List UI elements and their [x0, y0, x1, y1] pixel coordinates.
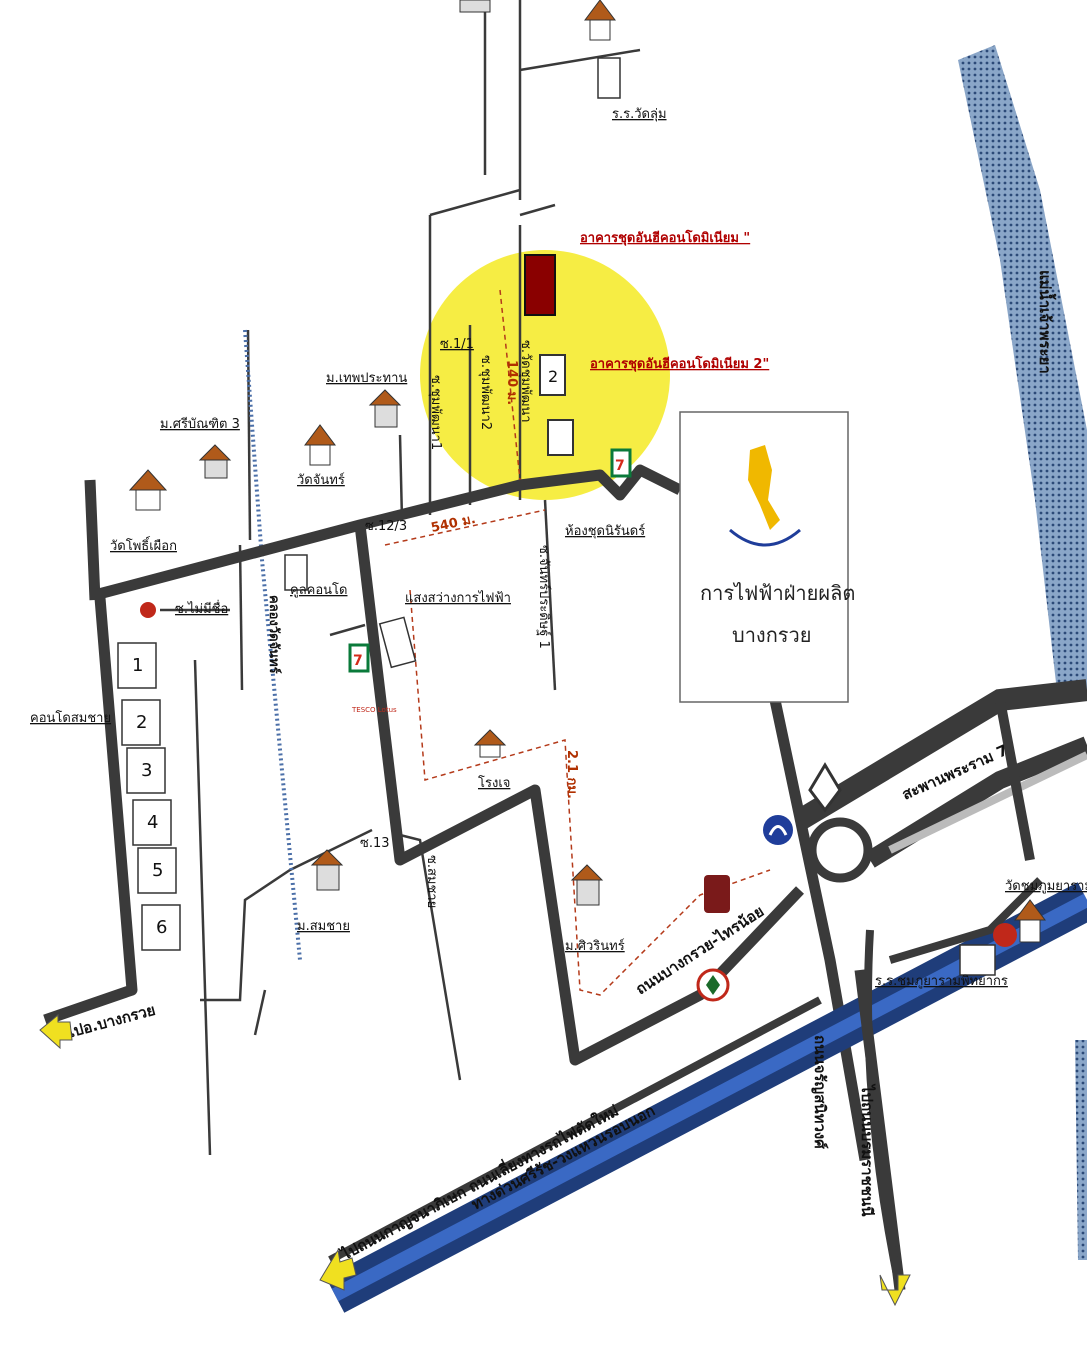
temple-icon — [198, 444, 232, 479]
bank-icon-inner — [768, 825, 788, 836]
wat-chan-label: วัดจันทร์ — [297, 472, 345, 488]
store-box — [141, 904, 181, 951]
temple-icons — [128, 0, 1046, 943]
petrol-icon — [993, 923, 1017, 947]
bank-icon — [763, 815, 793, 845]
soi-somchai-label: ซ.สมชาย — [424, 855, 439, 908]
condo-2-label: อาคารชุดอันฮีคอนโดมิเนียม 2" — [590, 355, 769, 372]
rama7-road-lane — [865, 736, 1087, 868]
arrow-left-icon — [39, 1013, 73, 1050]
store-box-number: 6 — [156, 917, 167, 938]
chantra-label: ซ.จันทร์ประดิษฐ์ 1 — [536, 545, 552, 649]
kood-condo-label: คูลคอนโด — [290, 582, 347, 598]
seven-eleven-label: 7 — [615, 458, 625, 474]
temple-icon — [310, 849, 344, 891]
store-box — [137, 847, 177, 894]
arrow-down-icon — [879, 1274, 911, 1307]
wat-school-plot — [959, 944, 996, 976]
seven-eleven-label: 7 — [353, 653, 363, 669]
temple-icon — [473, 729, 507, 758]
soi-12-3-label: ซ.12/3 — [365, 519, 407, 534]
distance-140: 140 ม. — [504, 360, 519, 405]
store-box-number: 4 — [147, 812, 158, 833]
room-plot — [547, 419, 574, 456]
temple-icon — [570, 864, 604, 906]
temple-icon — [584, 0, 616, 41]
egat-name-line2: บางกรวย — [732, 623, 812, 647]
condo-plot-number: 2 — [548, 367, 558, 386]
soi-no-name-label: ซ.ไม่มีชื่อ — [175, 600, 228, 617]
seven-eleven-icon — [610, 448, 632, 478]
roundabout — [807, 817, 873, 883]
sombai-label: ม.สมชาย — [297, 919, 350, 934]
condo-1-building — [524, 254, 556, 316]
sribanditr-label: ม.ศรีบัณฑิต 3 — [160, 416, 240, 432]
distance-2-1: 2.1 กม. — [564, 750, 579, 799]
store-boxes: 1 2 3 4 5 6 — [117, 642, 181, 951]
soi-chumphon-1-label: ซ.ชุมพัฒนา1 — [428, 375, 443, 450]
store-box — [121, 699, 161, 746]
kood-condo-plot — [284, 554, 308, 591]
soi-13-label: ซ.13 — [360, 836, 390, 851]
store-box-number: 1 — [132, 655, 143, 676]
route-dashes — [384, 289, 771, 996]
school-label: ร.ร.วัดลุ่ม — [612, 107, 667, 122]
store-box — [132, 799, 172, 846]
distance-540: 540 ม. — [430, 512, 477, 536]
siwarin-label: ม.ศิวรินทร์ — [565, 938, 625, 954]
river-label: แม่น้ำเจ้าพระยา — [1036, 270, 1057, 374]
store-box-number: 5 — [152, 860, 163, 881]
rama7-road-inner — [888, 751, 1087, 854]
parallel-road — [328, 996, 822, 1264]
condo-somchai-label: คอนโดสมชาย — [30, 710, 111, 726]
store-box-number: 3 — [141, 760, 152, 781]
bank-icon — [808, 762, 842, 813]
charan-label: ถนนจรัญสนิทวงศ์ — [811, 1035, 829, 1149]
temple-icon — [368, 389, 402, 428]
arrow-down-left-icon — [319, 1248, 357, 1291]
temple-icon — [128, 469, 168, 511]
soi-chumphon-2-label: ซ.ชุมพัฒนา2 — [478, 355, 493, 430]
temple-icon — [459, 0, 491, 13]
soi-chumphon-label: ซ.วัดชุมพัฒนา — [518, 340, 533, 423]
map-pin-icon — [140, 602, 156, 618]
tesco-label: TESCO Lotus — [351, 706, 397, 714]
canal — [243, 329, 302, 961]
light-co-label: แสงสว่างการไฟฟ้า — [405, 590, 511, 606]
egat-thailand-logo — [748, 445, 780, 530]
temple-icon — [1014, 899, 1046, 943]
to-right-label: ไปถนนบรมราชชนนี — [858, 1083, 877, 1217]
river-lower — [1075, 1040, 1087, 1260]
condo-2-plot — [539, 354, 566, 396]
egat-logo-arc — [729, 528, 801, 547]
store-box — [126, 747, 166, 794]
room-chulaniran-label: ห้องชุดนิรันดร์ — [565, 523, 645, 539]
canal-label: คลองวัดจันทร์ — [266, 595, 282, 674]
river — [958, 45, 1087, 700]
store-box — [117, 642, 157, 689]
egat-name-line1: การไฟฟ้าฝ่ายผลิต — [700, 581, 855, 605]
wat-school-label: วัดชมภูมยาราม — [1005, 879, 1087, 894]
thepprathan-label: ม.เทพประทาน — [326, 371, 407, 386]
store-box-number: 2 — [136, 712, 147, 733]
seven-eleven-icon — [348, 643, 370, 673]
temple-icon — [304, 424, 336, 466]
wat-phothi-label: วัดโพธิ์เผือก — [110, 536, 177, 554]
bank-icon — [704, 875, 730, 913]
condo-1-label: อาคารชุดอันฮีคอนโดมิเนียม " — [580, 229, 750, 246]
rongje-label: โรงเจ — [478, 775, 510, 791]
light-co-plot — [378, 616, 417, 669]
soi-1-1-label: ซ.1/1 — [440, 337, 474, 352]
vertical-road-labels: ซ.วัดชุมพัฒนา ซ.ชุมพัฒนา1 ซ.ชุมพัฒนา2 ซ.… — [266, 270, 1057, 1217]
school-2-label: ร.ร.ชมภูยารามพิทยากร — [875, 974, 1008, 989]
bank-icon-inner — [706, 975, 720, 995]
school-plot — [597, 57, 621, 99]
